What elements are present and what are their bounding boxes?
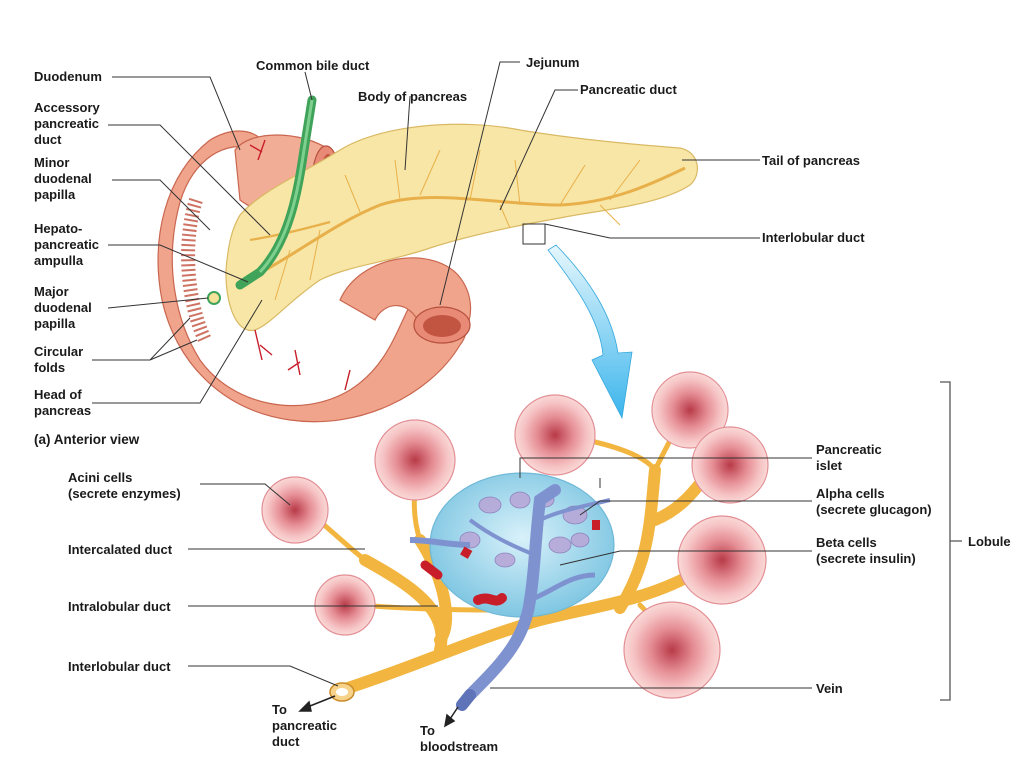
sample-region-box <box>522 223 546 245</box>
label-beta-cells: Beta cells (secrete insulin) <box>816 535 916 566</box>
label-intercalated-duct: Intercalated duct <box>68 542 173 557</box>
acinus-2 <box>374 419 456 501</box>
jejunum-lumen <box>423 315 461 337</box>
label-duodenum: Duodenum <box>34 69 102 84</box>
label-minor-duodenal-papilla: Minor duodenal papilla <box>34 155 95 202</box>
label-intralobular-duct: Intralobular duct <box>68 599 171 614</box>
pancreatic-duct <box>244 166 686 282</box>
vein <box>409 484 611 711</box>
bile-duct-highlight <box>258 99 314 274</box>
duct-tree <box>336 454 726 696</box>
label-accessory-pancreatic-duct: Accessory pancreatic duct <box>34 100 103 147</box>
label-pancreatic-islet: Pancreatic islet <box>816 442 885 473</box>
acinus-8 <box>623 601 721 699</box>
major-duodenal-papilla-marker <box>207 291 221 305</box>
label-interlobular-duct-top: Interlobular duct <box>762 230 865 245</box>
circular-folds <box>181 197 212 344</box>
exit-arrows <box>298 695 459 728</box>
label-interlobular-duct-bottom: Interlobular duct <box>68 659 171 674</box>
label-major-duodenal-papilla: Major duodenal papilla <box>34 284 95 331</box>
acinus-5 <box>651 371 729 449</box>
leader-lines <box>92 61 812 689</box>
label-lobule: Lobule <box>968 534 1011 549</box>
lobule-illustration <box>261 371 769 728</box>
acinus-4 <box>514 394 596 476</box>
label-pancreatic-duct: Pancreatic duct <box>580 82 677 97</box>
accessory-pancreatic-duct <box>249 220 331 242</box>
zoom-arrow <box>547 244 633 420</box>
label-circular-folds: Circular folds <box>34 344 87 375</box>
label-to-bloodstream: To bloodstream <box>420 723 498 754</box>
duodenum-vessels <box>249 139 351 391</box>
label-common-bile-duct: Common bile duct <box>256 58 370 73</box>
label-body-of-pancreas: Body of pancreas <box>358 89 467 104</box>
label-hepatopancreatic-ampulla: Hepato- pancreatic ampulla <box>34 221 103 268</box>
acinus-6 <box>691 426 769 504</box>
arteries <box>420 520 600 606</box>
acinus-7 <box>677 515 767 605</box>
labels: Duodenum Common bile duct Jejunum Body o… <box>34 55 1011 754</box>
label-tail-of-pancreas: Tail of pancreas <box>762 153 860 168</box>
anterior-view-illustration <box>157 95 698 423</box>
label-to-pancreatic-duct: To pancreatic duct <box>272 702 341 749</box>
label-acini-cells: Acini cells (secrete enzymes) <box>68 470 181 501</box>
lobule-bracket <box>940 381 962 701</box>
label-head-of-pancreas: Head of pancreas <box>34 387 91 418</box>
pancreas-duct-branches <box>274 149 641 301</box>
acinus-3 <box>314 574 376 636</box>
label-alpha-cells: Alpha cells (secrete glucagon) <box>816 486 932 517</box>
label-jejunum: Jejunum <box>526 55 579 70</box>
acinus-1 <box>261 476 329 544</box>
label-vein: Vein <box>816 681 843 696</box>
caption-anterior-view: (a) Anterior view <box>34 432 140 447</box>
